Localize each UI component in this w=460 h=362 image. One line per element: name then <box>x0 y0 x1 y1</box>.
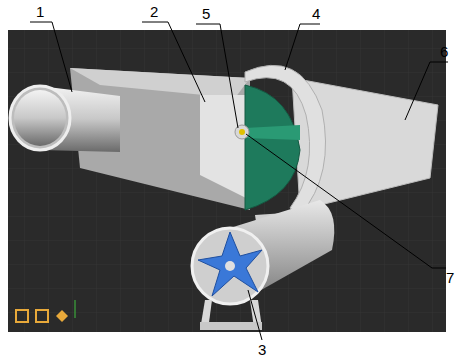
roller-end <box>192 228 268 304</box>
fan-disc <box>245 85 300 210</box>
callout-number: 6 <box>440 44 448 60</box>
fan-housing <box>245 65 326 215</box>
leader-line <box>30 22 72 92</box>
shaft-hub <box>235 125 249 139</box>
callout-number: 7 <box>446 270 454 286</box>
callout-number: 5 <box>202 6 210 22</box>
funnel-throat <box>200 95 250 200</box>
leader-line <box>196 24 238 128</box>
floor-grid <box>8 30 446 332</box>
rotor-hub <box>225 261 235 271</box>
callout-number: 3 <box>258 342 266 358</box>
callout-number: 1 <box>36 4 44 20</box>
leader-line <box>142 22 205 102</box>
leader-line <box>248 290 262 340</box>
fan-blade <box>245 125 300 140</box>
shaft <box>239 129 245 135</box>
axis-line <box>75 300 76 318</box>
inlet-pipe-inner <box>14 90 66 146</box>
inlet-pipe-end <box>10 86 70 150</box>
viewport <box>8 30 446 332</box>
rotor-star <box>198 232 262 296</box>
stand-base <box>200 322 262 330</box>
view-icon <box>56 310 68 322</box>
leader-line <box>246 134 446 268</box>
view-icon <box>36 310 48 322</box>
callout-number: 2 <box>150 4 158 20</box>
view-icon <box>16 310 28 322</box>
leader-line <box>285 24 320 70</box>
leader-line <box>405 62 448 120</box>
callout-number: 4 <box>312 6 320 22</box>
